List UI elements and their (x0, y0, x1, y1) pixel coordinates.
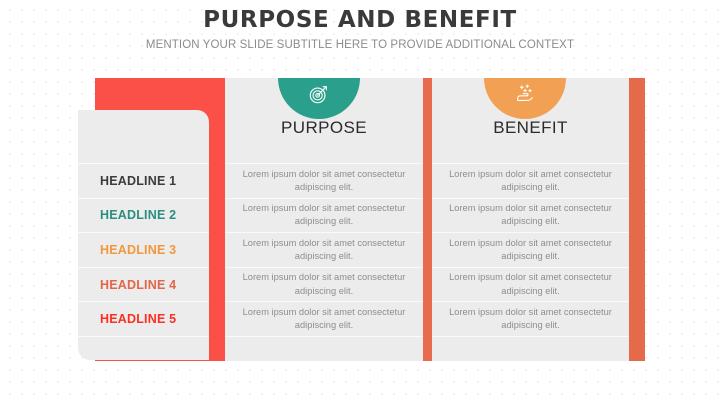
benefit-rows: Lorem ipsum dolor sit amet consectetur a… (432, 163, 629, 371)
benefit-cell-text: Lorem ipsum dolor sit amet consectetur a… (449, 237, 612, 261)
purpose-cell-text: Lorem ipsum dolor sit amet consectetur a… (242, 306, 406, 331)
purpose-cell-text: Lorem ipsum dolor sit amet consectetur a… (242, 203, 406, 227)
list-item-filler (78, 335, 209, 360)
table-row: Lorem ipsum dolor sit amet consectetur a… (432, 163, 629, 198)
table-row: Lorem ipsum dolor sit amet consectetur a… (225, 163, 423, 198)
headline-rows: HEADLINE 1 HEADLINE 2 HEADLINE 3 HEADLIN… (78, 163, 209, 360)
table-row-filler (432, 335, 629, 371)
hand-sparkles-icon (517, 84, 533, 101)
purpose-cell-text: Lorem ipsum dolor sit amet consectetur a… (242, 237, 406, 261)
column-header-purpose: PURPOSE (281, 118, 367, 137)
column-divider (423, 78, 432, 361)
list-item: HEADLINE 3 (78, 232, 209, 267)
column-purpose: PURPOSE Lorem ipsum dolor sit amet conse… (225, 78, 423, 361)
headline-label: HEADLINE 4 (100, 277, 177, 292)
purpose-rows: Lorem ipsum dolor sit amet consectetur a… (225, 163, 423, 371)
benefit-cell-text: Lorem ipsum dolor sit amet consectetur a… (449, 203, 612, 227)
headline-label: HEADLINE 1 (100, 173, 177, 188)
benefit-cell-text: Lorem ipsum dolor sit amet consectetur a… (449, 168, 612, 192)
page-subtitle: MENTION YOUR SLIDE SUBTITLE HERE TO PROV… (145, 39, 575, 51)
column-benefit: BENEFIT Lorem ipsum dolor sit amet conse… (432, 78, 629, 361)
list-item: HEADLINE 1 (78, 163, 209, 198)
headline-label: HEADLINE 3 (100, 242, 177, 257)
table-row: Lorem ipsum dolor sit amet consectetur a… (432, 232, 629, 267)
target-arrow-icon (309, 86, 327, 104)
purpose-cell-text: Lorem ipsum dolor sit amet consectetur a… (242, 168, 406, 192)
list-item: HEADLINE 4 (78, 266, 209, 302)
headline-card: HEADLINE 1 HEADLINE 2 HEADLINE 3 HEADLIN… (78, 110, 209, 360)
table-row: Lorem ipsum dolor sit amet consectetur a… (432, 197, 629, 233)
table-row: Lorem ipsum dolor sit amet consectetur a… (432, 266, 629, 302)
table-row: Lorem ipsum dolor sit amet consectetur a… (225, 232, 423, 267)
list-item: HEADLINE 5 (78, 301, 209, 336)
benefit-icon-badge (484, 78, 566, 119)
page-title: PURPOSE AND BENEFIT (203, 7, 517, 33)
slide-header: PURPOSE AND BENEFIT MENTION YOUR SLIDE S… (0, 0, 720, 51)
headline-label: HEADLINE 5 (100, 312, 177, 327)
headline-label: HEADLINE 2 (100, 208, 177, 223)
purpose-cell-text: Lorem ipsum dolor sit amet consectetur a… (242, 272, 406, 296)
purpose-icon-badge (278, 78, 360, 119)
list-item: HEADLINE 2 (78, 197, 209, 233)
table-row: Lorem ipsum dolor sit amet consectetur a… (225, 301, 423, 336)
benefit-cell-text: Lorem ipsum dolor sit amet consectetur a… (449, 306, 612, 331)
table-row: Lorem ipsum dolor sit amet consectetur a… (225, 266, 423, 302)
table-row: Lorem ipsum dolor sit amet consectetur a… (225, 197, 423, 233)
table-row-filler (225, 335, 423, 371)
column-header-benefit: BENEFIT (493, 118, 568, 137)
table-row: Lorem ipsum dolor sit amet consectetur a… (432, 301, 629, 336)
benefit-cell-text: Lorem ipsum dolor sit amet consectetur a… (449, 272, 612, 296)
